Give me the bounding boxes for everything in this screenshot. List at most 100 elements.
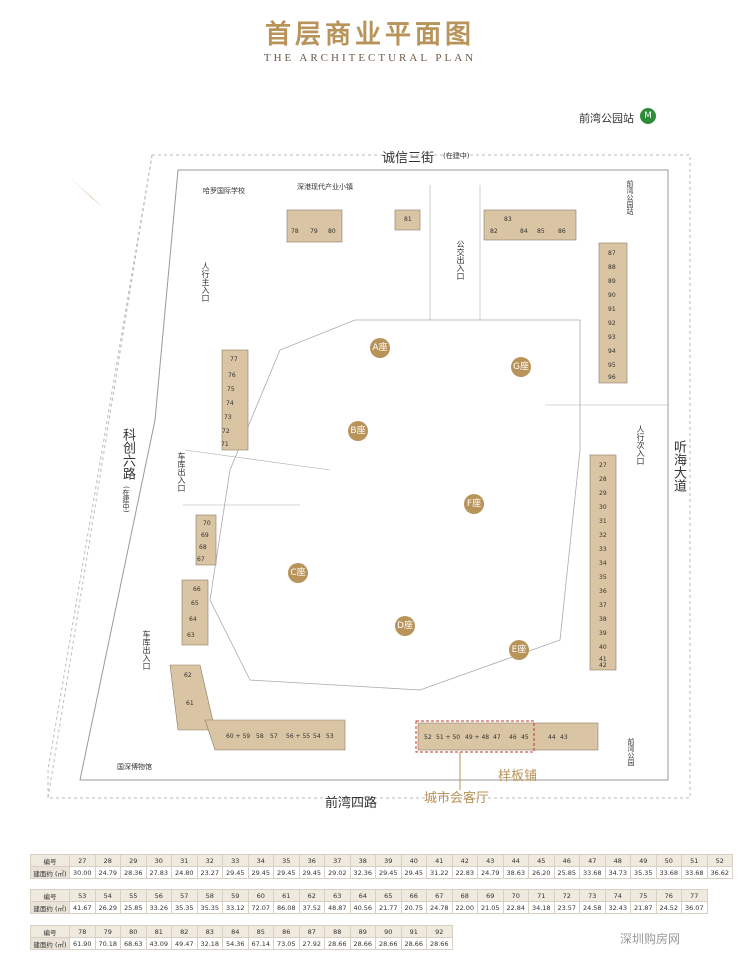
table-cell-area: 24.79 — [94, 866, 121, 879]
building-a-marker: A座 — [370, 338, 390, 358]
unit-82: 82 — [490, 228, 498, 235]
table-cell-area: 67.14 — [247, 937, 274, 950]
table-cell-area: 61.90 — [69, 937, 96, 950]
table-cell-unit: 40 — [400, 854, 427, 867]
east-e-shops — [589, 454, 617, 671]
table-cell-unit: 53 — [69, 889, 96, 902]
table-cell-unit: 92 — [426, 925, 453, 938]
unit-66: 66 — [193, 586, 201, 593]
metro-icon: M — [640, 108, 656, 124]
table-cell-unit: 44 — [502, 854, 529, 867]
unit-51-50: 51 + 50 — [436, 734, 461, 741]
qianwan-station-label: 前湾公园站 — [626, 180, 634, 215]
table-cell-area: 73.05 — [273, 937, 300, 950]
table-cell-unit: 48 — [604, 854, 631, 867]
station-label: 前湾公园站 — [579, 112, 634, 125]
unit-64: 64 — [189, 616, 197, 623]
table-cell-area: 27.92 — [298, 937, 325, 950]
unit-69: 69 — [201, 532, 209, 539]
table-cell-area: 29.02 — [324, 866, 351, 879]
building-b-marker: B座 — [348, 421, 368, 441]
qianwan-park-label: 前湾公园 — [627, 738, 635, 766]
unit-36: 36 — [599, 588, 607, 595]
table-cell-area: 24.58 — [579, 901, 606, 914]
table-cell-unit: 76 — [655, 889, 682, 902]
table-cell-area: 24.80 — [171, 866, 198, 879]
table-cell-area: 30.00 — [69, 866, 96, 879]
unit-56-55: 56 + 55 — [286, 733, 311, 740]
table-header-no: 编号 — [30, 854, 70, 867]
street-west-note: (在建中) — [122, 486, 130, 513]
table-cell-area: 25.85 — [553, 866, 580, 879]
building-c-marker: C座 — [288, 563, 308, 583]
table-cell-unit: 72 — [553, 889, 580, 902]
table-cell-unit: 71 — [528, 889, 555, 902]
east-g-shops — [598, 242, 628, 384]
table-cell-unit: 29 — [120, 854, 147, 867]
bus-entrance-label: 公交出入口 — [456, 240, 465, 280]
table-cell-area: 24.52 — [655, 901, 682, 914]
unit-70: 70 — [203, 520, 211, 527]
table-cell-unit: 31 — [171, 854, 198, 867]
west-b-shops — [221, 349, 249, 451]
city-hall-label: 城市会客厅 — [424, 791, 490, 806]
table-cell-unit: 30 — [145, 854, 172, 867]
sample-shop-outline — [415, 720, 535, 753]
unit-52: 52 — [424, 734, 432, 741]
table-cell-area: 36.62 — [706, 866, 733, 879]
table-cell-area: 28.66 — [349, 937, 376, 950]
table-cell-unit: 70 — [502, 889, 529, 902]
unit-44: 44 — [548, 734, 556, 741]
table-cell-area: 29.45 — [222, 866, 249, 879]
unit-88: 88 — [608, 264, 616, 271]
table-cell-area: 41.67 — [69, 901, 96, 914]
car-entrance-1-label: 车库出入口 — [177, 452, 186, 492]
table-cell-area: 33.12 — [222, 901, 249, 914]
table-cell-unit: 66 — [400, 889, 427, 902]
table-cell-unit: 37 — [324, 854, 351, 867]
table-cell-area: 33.26 — [145, 901, 172, 914]
unit-93: 93 — [608, 334, 616, 341]
unit-67: 67 — [197, 556, 205, 563]
table-cell-area: 24.79 — [477, 866, 504, 879]
street-west: 科创六路 — [120, 428, 135, 480]
table-cell-unit: 91 — [400, 925, 427, 938]
table-cell-unit: 35 — [273, 854, 300, 867]
table-cell-unit: 80 — [120, 925, 147, 938]
car-entrance-2-label: 车库出入口 — [142, 630, 151, 670]
table-cell-unit: 55 — [120, 889, 147, 902]
table-cell-area: 33.68 — [681, 866, 708, 879]
table-cell-area: 29.45 — [247, 866, 274, 879]
table-cell-area: 37.52 — [298, 901, 325, 914]
table-cell-unit: 63 — [324, 889, 351, 902]
table-cell-area: 33.68 — [655, 866, 682, 879]
table-cell-area: 40.56 — [349, 901, 376, 914]
unit-38: 38 — [599, 616, 607, 623]
school-label: 哈罗国际学校 — [203, 187, 245, 195]
unit-49-48: 49 + 48 — [465, 734, 490, 741]
table-cell-area: 86.08 — [273, 901, 300, 914]
unit-71: 71 — [221, 441, 229, 448]
unit-35: 35 — [599, 574, 607, 581]
unit-95: 95 — [608, 362, 616, 369]
table-cell-area: 21.87 — [630, 901, 657, 914]
unit-29: 29 — [599, 490, 607, 497]
table-cell-area: 34.73 — [604, 866, 631, 879]
table-cell-unit: 47 — [579, 854, 606, 867]
unit-84: 84 — [520, 228, 528, 235]
unit-87: 87 — [608, 250, 616, 257]
watermark: 深圳购房网 — [620, 932, 681, 946]
unit-34: 34 — [599, 560, 607, 567]
unit-53: 53 — [326, 733, 334, 740]
unit-45: 45 — [521, 734, 529, 741]
table-cell-area: 33.68 — [579, 866, 606, 879]
table-cell-area: 28.36 — [120, 866, 147, 879]
table-cell-area: 26.20 — [528, 866, 555, 879]
street-south: 前湾四路 — [325, 796, 378, 811]
unit-60-59: 60 + 59 — [226, 733, 251, 740]
table-cell-area: 28.66 — [426, 937, 453, 950]
table-cell-unit: 65 — [375, 889, 402, 902]
table-cell-unit: 43 — [477, 854, 504, 867]
table-cell-area: 32.36 — [349, 866, 376, 879]
